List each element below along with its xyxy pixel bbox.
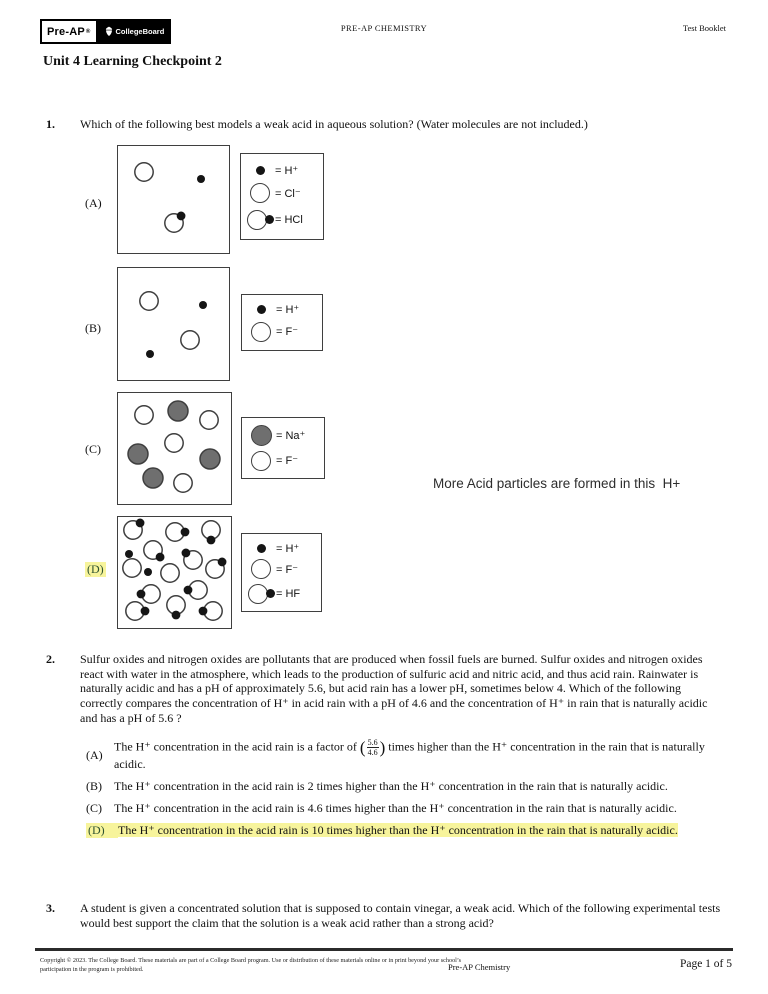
- q3-number: 3.: [46, 901, 55, 915]
- particle-field-C: [127, 400, 221, 493]
- legend-label: = HF: [276, 587, 301, 600]
- acorn-icon: [105, 26, 112, 37]
- q2-option-text-B: The H⁺ concentration in the acid rain is…: [114, 779, 668, 794]
- header-booklet-label: Test Booklet: [682, 23, 726, 33]
- legend-item: = Na⁺: [246, 425, 320, 446]
- legend-item: = H⁺: [246, 542, 317, 555]
- q2-option-A: (A) The H⁺ concentration in the acid rain…: [86, 738, 748, 772]
- q2-number: 2.: [46, 652, 55, 666]
- legend-label: = Cl⁻: [275, 187, 301, 200]
- q1-particle-diagram-B: [117, 267, 230, 381]
- collegeboard-logo-text: CollegeBoard: [97, 19, 172, 44]
- handwritten-annotation: More Acid particles are formed in this H…: [433, 476, 681, 491]
- legend-label: = Na⁺: [276, 430, 306, 443]
- q2-option-label-D: (D): [86, 823, 118, 839]
- q2-option-D: (D)The H⁺ concentration in the acid rain…: [86, 823, 748, 839]
- circle-symbol-icon: [246, 322, 276, 342]
- dot-symbol-icon: [245, 166, 275, 175]
- legend-item: = H⁺: [245, 164, 319, 177]
- legend-item: = HF: [246, 584, 317, 604]
- q1-stem: Which of the following best models a wea…: [80, 117, 588, 131]
- particle-field-A: [134, 162, 205, 233]
- footer-divider: [35, 948, 733, 951]
- q2-option-B: (B) The H⁺ concentration in the acid rain…: [86, 779, 748, 794]
- legend-item: = HCl: [245, 210, 319, 230]
- legend-label: = HCl: [275, 213, 303, 226]
- legend-item: = F⁻: [246, 559, 317, 579]
- q1-option-label-A: (A): [85, 196, 102, 210]
- legend-item: = F⁻: [246, 451, 320, 471]
- mol-symbol-icon: [245, 210, 275, 230]
- legend-item: = Cl⁻: [245, 183, 319, 203]
- q1-legend-C: = Na⁺ = F⁻: [241, 417, 325, 479]
- q1-option-label-C: (C): [85, 442, 101, 456]
- registered-mark: ®: [85, 28, 91, 35]
- q1-number: 1.: [46, 117, 55, 131]
- legend-item: = F⁻: [246, 322, 318, 342]
- legend-label: = H⁺: [276, 304, 300, 317]
- q1-particle-diagram-C: [117, 392, 232, 505]
- fraction-denominator: 4.6: [367, 748, 378, 758]
- particle-field-D: [122, 518, 227, 621]
- legend-label: = F⁻: [276, 326, 299, 339]
- legend-label: = F⁻: [276, 563, 299, 576]
- highlighted-answer-text: The H⁺ concentration in the acid rain is…: [118, 823, 678, 838]
- q2-option-text-A: The H⁺ concentration in the acid rain is…: [114, 738, 705, 772]
- q2-option-label-C: (C): [86, 801, 102, 816]
- fraction-numerator: 5.6: [366, 738, 379, 749]
- q1-option-label-B: (B): [85, 321, 101, 335]
- gray-symbol-icon: [246, 425, 276, 446]
- circle-symbol-icon: [245, 183, 275, 203]
- legend-label: = H⁺: [275, 164, 299, 177]
- q2-option-text-D: The H⁺ concentration in the acid rain is…: [118, 823, 718, 838]
- q1-legend-A: = H⁺ = Cl⁻ = HCl: [240, 153, 324, 240]
- q2-option-text-C: The H⁺ concentration in the acid rain is…: [114, 801, 677, 816]
- mol-symbol-icon: [246, 584, 276, 604]
- legend-label: = H⁺: [276, 542, 300, 555]
- open-paren: (: [359, 738, 366, 758]
- preap-logo-text: Pre-AP®: [40, 19, 98, 44]
- close-paren: ): [379, 738, 386, 758]
- q2-stem: Sulfur oxides and nitrogen oxides are po…: [80, 652, 708, 725]
- footer-course-name: Pre-AP Chemistry: [448, 962, 511, 972]
- dot-symbol-icon: [246, 544, 276, 553]
- header-course-title: PRE-AP CHEMISTRY: [340, 23, 428, 33]
- q1-particle-diagram-A: [117, 145, 230, 254]
- legend-item: = H⁺: [246, 303, 318, 316]
- legend-label: = F⁻: [276, 455, 299, 468]
- q1-option-label-D: (D): [85, 562, 106, 577]
- dot-symbol-icon: [246, 305, 276, 314]
- q2-answer-options: (A) The H⁺ concentration in the acid rain…: [86, 738, 748, 845]
- circle-symbol-icon: [246, 559, 276, 579]
- q1-legend-D: = H⁺ = F⁻ = HF: [241, 533, 322, 612]
- particle-field-B: [139, 291, 207, 358]
- q2-option-label-B: (B): [86, 779, 102, 794]
- preap-collegeboard-logo: Pre-AP® CollegeBoard: [40, 19, 172, 44]
- footer-copyright: Copyright © 2023. The College Board. The…: [40, 957, 462, 974]
- footer-page-number: Page 1 of 5: [679, 958, 732, 970]
- q1-legend-B: = H⁺ = F⁻: [241, 294, 323, 351]
- q1-particle-diagram-D: [117, 516, 232, 629]
- q3-stem: A student is given a concentrated soluti…: [80, 901, 721, 930]
- q2-option-label-A: (A): [86, 747, 103, 762]
- page-title: Unit 4 Learning Checkpoint 2: [43, 54, 222, 69]
- circle-symbol-icon: [246, 451, 276, 471]
- q2-option-C: (C) The H⁺ concentration in the acid rain…: [86, 801, 748, 816]
